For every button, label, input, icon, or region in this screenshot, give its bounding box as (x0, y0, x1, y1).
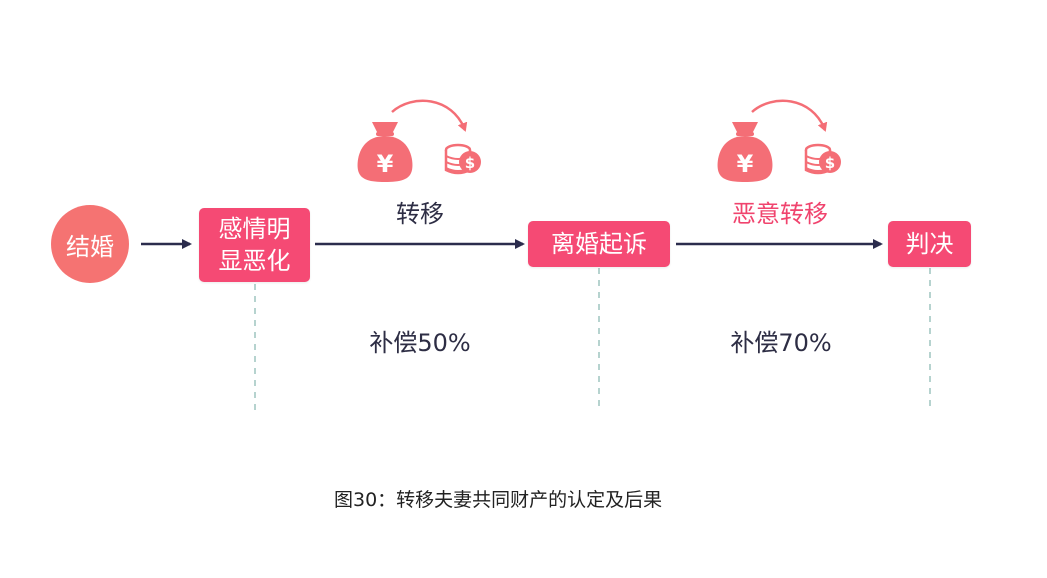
figure-caption: 图30：转移夫妻共同财产的认定及后果 (334, 489, 663, 511)
money-transfer-icon: ¥ $ (717, 99, 841, 182)
coin-stack-icon: $ (444, 143, 481, 175)
curved-arrow-icon (391, 99, 468, 132)
node-deteriorate: 感情明 显恶化 (199, 208, 310, 282)
svg-text:¥: ¥ (377, 150, 394, 178)
label-compensation-70: 补偿70% (730, 329, 832, 357)
node-marriage-label: 结婚 (66, 232, 114, 261)
node-deteriorate-line2: 显恶化 (218, 247, 291, 275)
money-transfer-icon: ¥ $ (357, 99, 481, 182)
svg-text:¥: ¥ (737, 150, 754, 178)
money-bag-icon: ¥ (357, 122, 413, 182)
node-judgment-label: 判决 (905, 230, 954, 258)
node-marriage: 结婚 (51, 205, 129, 283)
curved-arrow-icon (751, 99, 828, 132)
node-deteriorate-line1: 感情明 (218, 215, 291, 243)
label-compensation-50: 补偿50% (369, 329, 471, 357)
node-judgment: 判决 (888, 221, 971, 267)
node-divorce-label: 离婚起诉 (551, 230, 647, 258)
label-transfer: 转移 (396, 200, 444, 228)
coin-stack-icon: $ (804, 143, 841, 175)
svg-text:$: $ (465, 154, 475, 172)
label-malicious-transfer: 恶意转移 (732, 200, 828, 228)
svg-text:$: $ (825, 154, 835, 172)
money-bag-icon: ¥ (717, 122, 773, 182)
node-divorce-filing: 离婚起诉 (528, 221, 670, 267)
